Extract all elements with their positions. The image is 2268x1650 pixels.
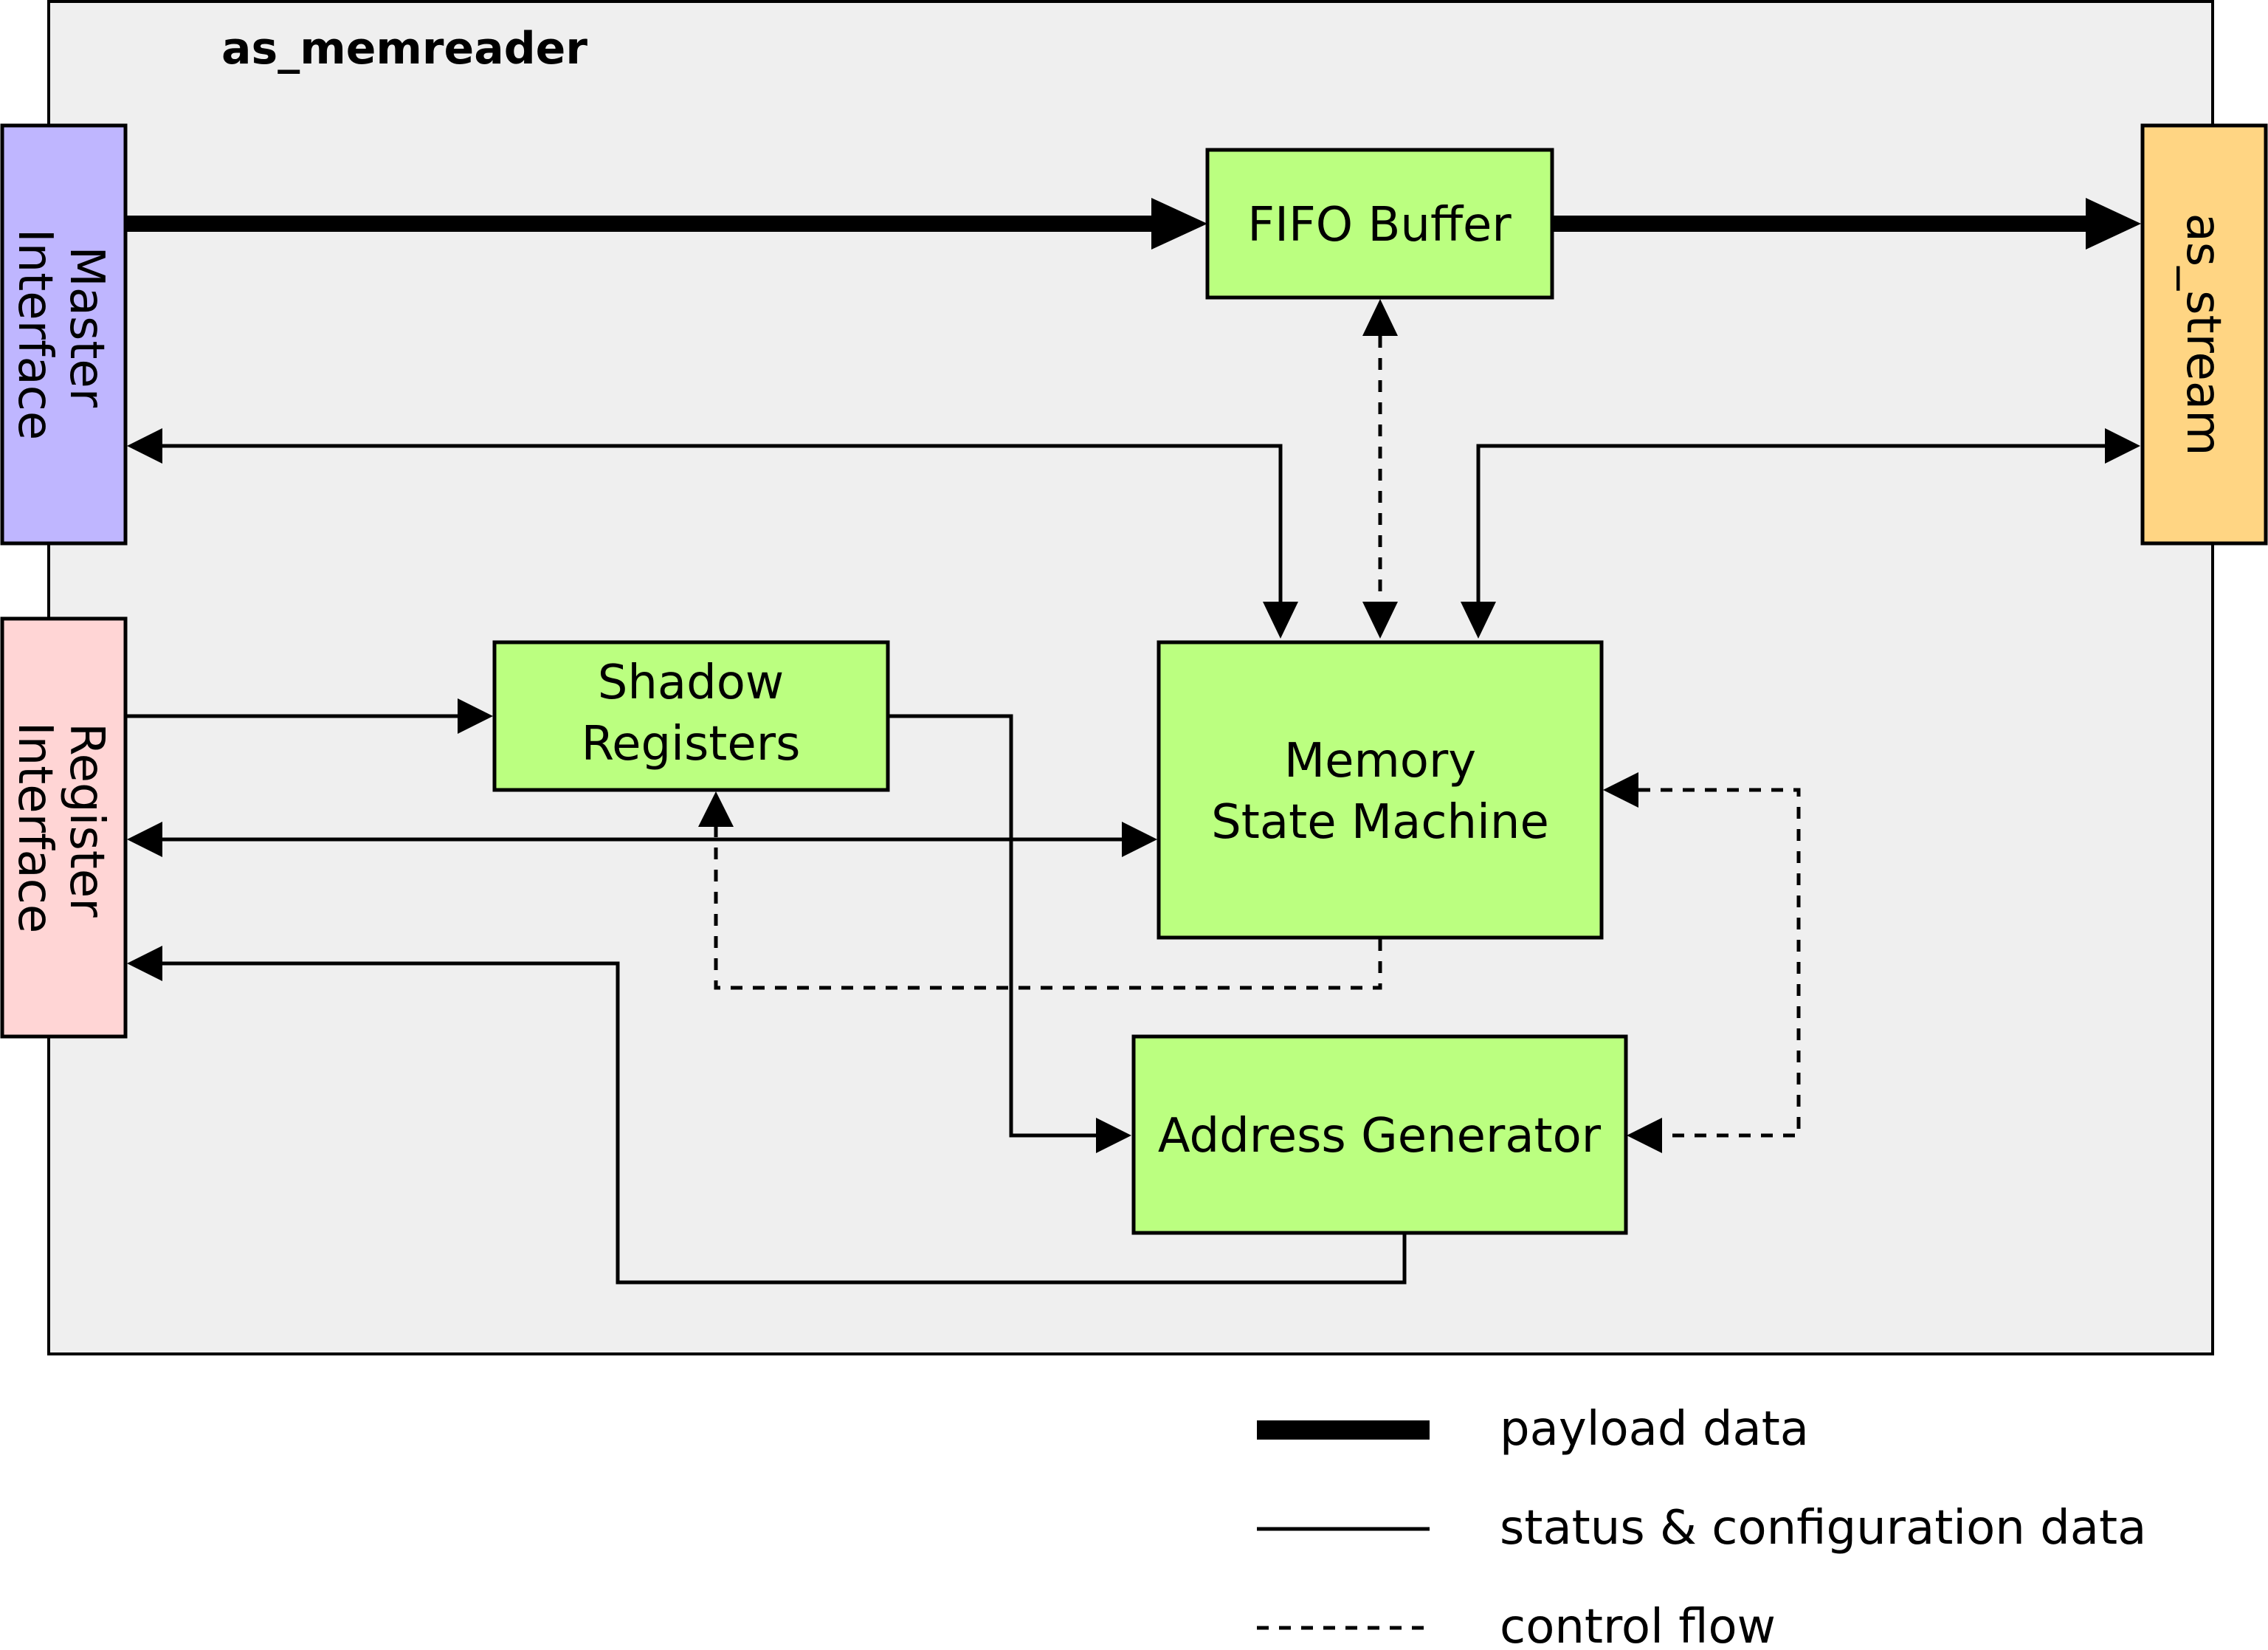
fifo-buffer-label: FIFO Buffer	[1247, 198, 1512, 252]
payload-master-to-fifo	[125, 198, 1207, 250]
master-interface-port: Master Interface	[0, 123, 128, 546]
status-register-fsm	[127, 822, 1157, 857]
svg-text:Register Interface: Register Interface	[7, 722, 114, 934]
svg-text:Master Interface: Master Interface	[7, 229, 114, 441]
as-stream-label: as_stream	[2176, 213, 2230, 456]
control-fsm-addrgen	[1603, 772, 1801, 1153]
shadow-registers-label-line2: Registers	[582, 717, 801, 771]
fifo-buffer-block: FIFO Buffer	[1205, 148, 1554, 300]
status-shadow-to-addrgen	[888, 714, 1131, 1153]
status-addrgen-to-register	[127, 946, 1407, 1285]
legend-payload: payload data	[1257, 1402, 1809, 1457]
legend: payload data status & configuration data…	[1257, 1402, 2146, 1650]
svg-text:as_stream: as_stream	[2176, 213, 2230, 456]
status-register-to-shadow	[125, 698, 493, 734]
address-generator-block: Address Generator	[1131, 1034, 1628, 1235]
master-label-line1: Master	[59, 247, 114, 408]
memory-state-machine-block: Memory State Machine	[1157, 640, 1604, 940]
legend-control-label: control flow	[1500, 1600, 1776, 1646]
control-fsm-to-shadow	[698, 791, 1382, 990]
legend-control: control flow	[1257, 1600, 1776, 1650]
shadow-registers-label-line1: Shadow	[598, 656, 785, 710]
module-title: as_memreader	[221, 23, 587, 75]
master-label-line2: Interface	[7, 229, 62, 441]
legend-payload-label: payload data	[1500, 1402, 1809, 1457]
legend-status: status & configuration data	[1257, 1501, 2146, 1556]
fsm-label-line1: Memory	[1284, 734, 1476, 788]
fsm-label-line2: State Machine	[1211, 795, 1549, 850]
status-fsm-stream	[1461, 428, 2140, 639]
register-label-line1: Register	[59, 723, 114, 918]
legend-status-label: status & configuration data	[1500, 1501, 2146, 1556]
as-stream-port: as_stream	[2140, 123, 2268, 546]
register-interface-port: Register Interface	[0, 616, 128, 1039]
register-label-line2: Interface	[7, 722, 62, 934]
status-master-fsm	[127, 428, 1298, 639]
control-fifo-fsm	[1362, 299, 1398, 639]
payload-fifo-to-stream	[1552, 198, 2141, 250]
shadow-registers-block: Shadow Registers	[492, 640, 890, 792]
address-generator-label: Address Generator	[1158, 1109, 1602, 1163]
module-frame	[47, 0, 2214, 1355]
